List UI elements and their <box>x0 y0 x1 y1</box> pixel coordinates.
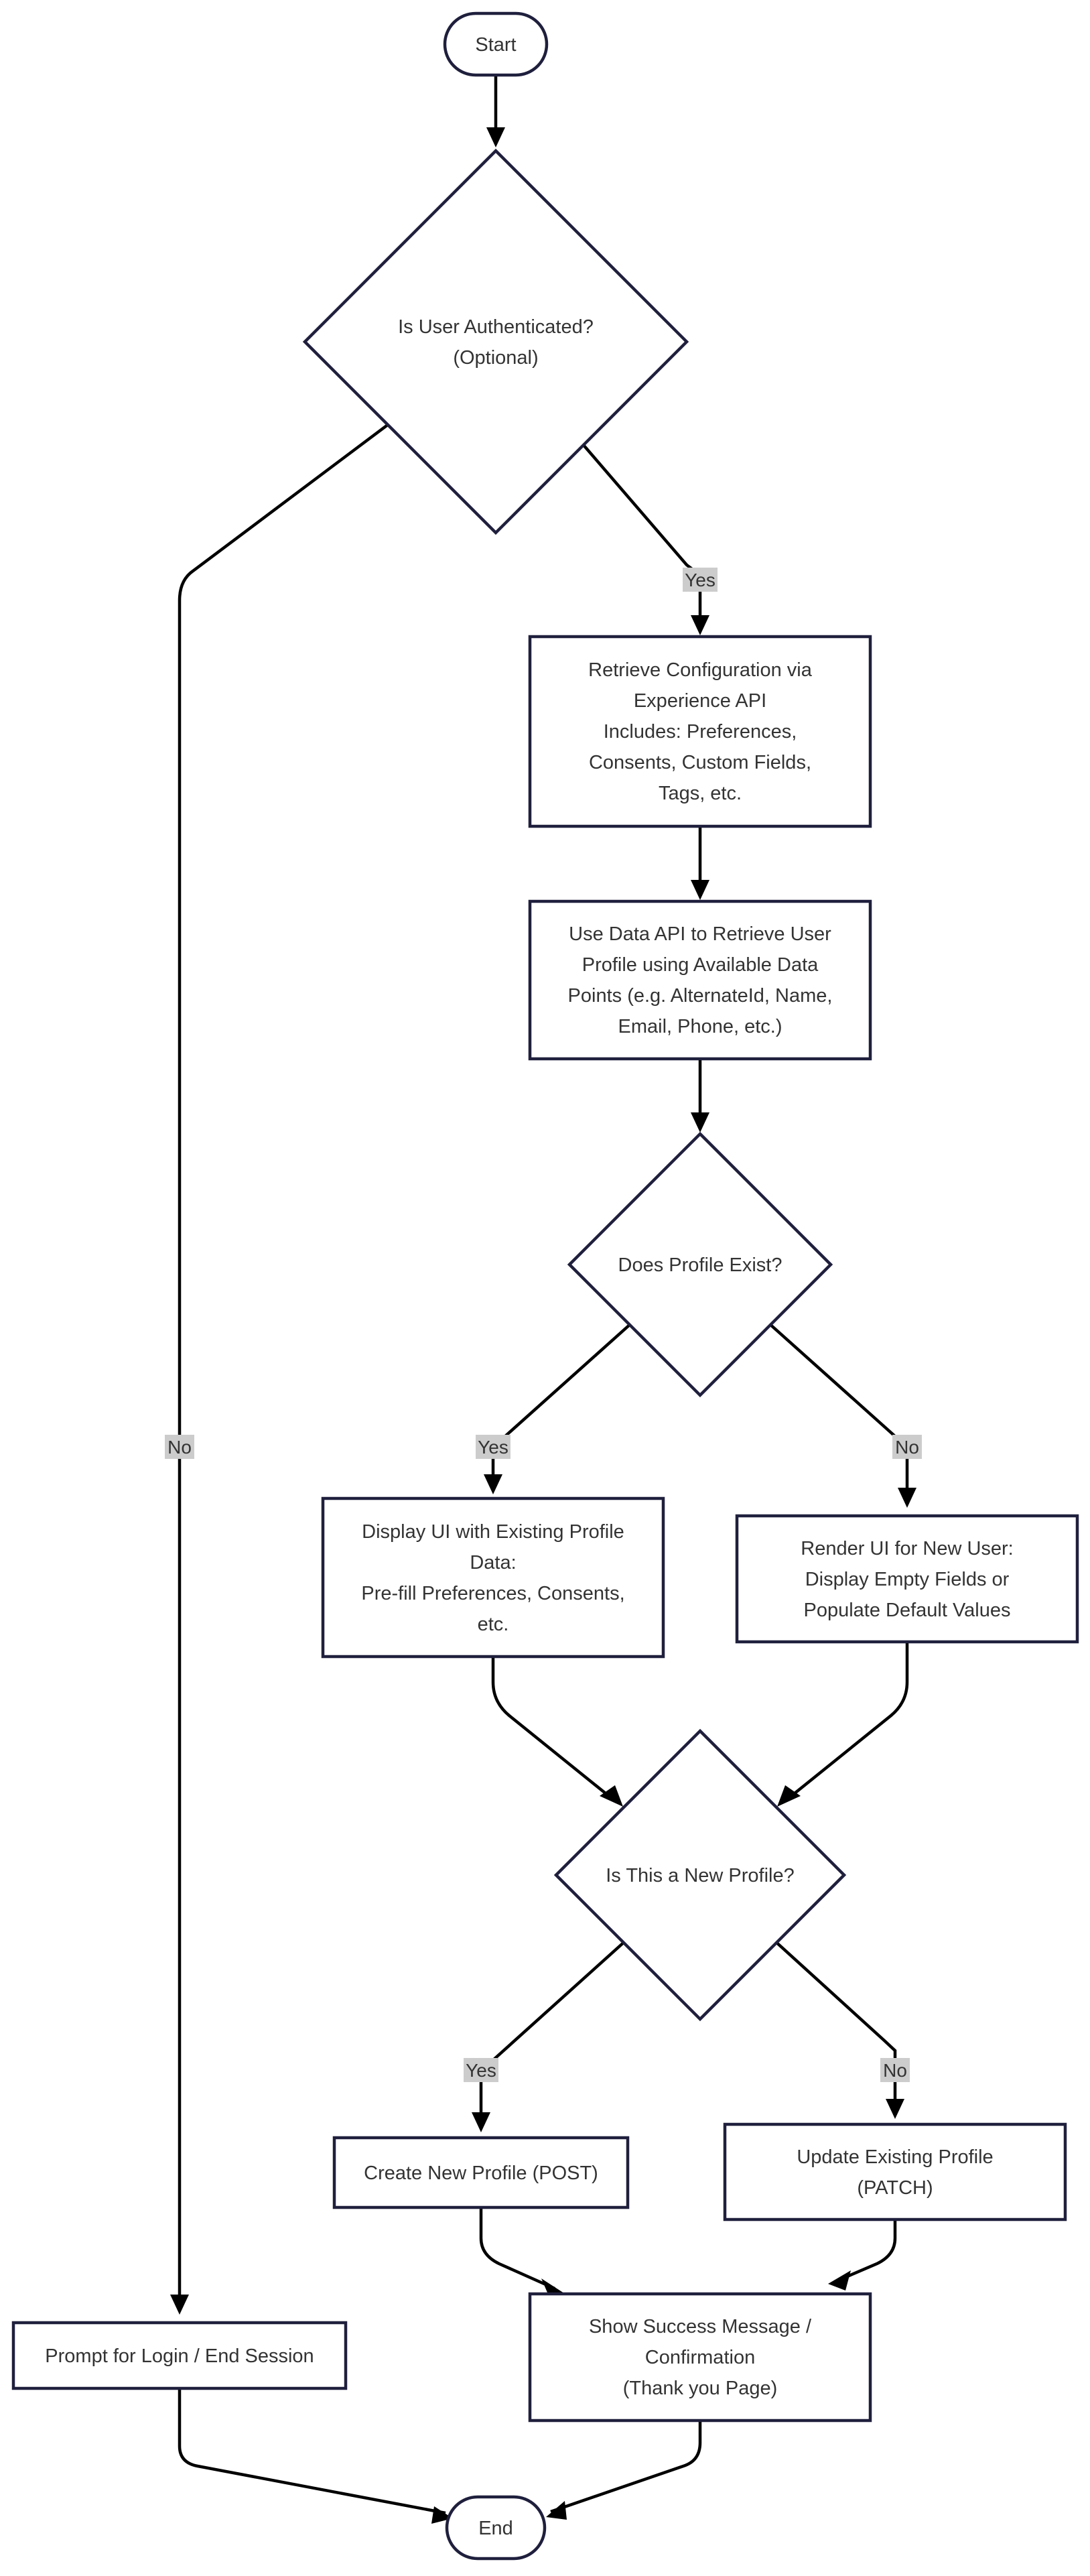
node-login[interactable]: Prompt for Login / End Session <box>11 2321 348 2390</box>
edge-exists-existing <box>491 1322 632 1486</box>
svg-text:Yes: Yes <box>478 1437 508 1458</box>
edge-success-end <box>550 2421 702 2514</box>
arrowhead-existing <box>484 1474 502 1494</box>
edge-label-exists-yes: Yes <box>476 1435 510 1459</box>
node-new-user[interactable]: Render UI for New User: Display Empty Fie… <box>735 1514 1079 1644</box>
edge-login-end <box>178 2388 446 2515</box>
node-success-label: Show Success Message / Confirmation (Thank… <box>589 2316 812 2399</box>
node-login-label: Prompt for Login / End Session <box>45 2345 314 2367</box>
existing-line: Display UI with Existing Profile <box>362 1521 624 1543</box>
arrowhead-isnew-left <box>600 1785 623 1807</box>
existing-line: etc. <box>478 1614 509 1635</box>
success-line: Confirmation <box>645 2347 755 2368</box>
config-line: Consents, Custom Fields, <box>589 752 811 773</box>
update-line: Update Existing Profile <box>797 2146 993 2168</box>
edge-newuser-isnew <box>786 1642 909 1801</box>
start-line: Start <box>475 34 516 56</box>
node-auth-label: Is User Authenticated? (Optional) <box>398 316 594 369</box>
edge-label-exists-no: No <box>892 1435 922 1459</box>
newuser-line: Render UI for New User: <box>801 1538 1014 1559</box>
svg-text:Yes: Yes <box>466 2060 496 2081</box>
node-isnew-decision[interactable]: Is This a New Profile? <box>553 1728 847 2022</box>
arrowhead-isnew-right <box>777 1785 801 1807</box>
node-exists-decision[interactable]: Does Profile Exist? <box>567 1131 833 1398</box>
edge-label-isnew-yes: Yes <box>464 2058 498 2082</box>
nodes: Start Is User Authenticated? (Optional) R… <box>11 11 1079 2561</box>
config-line: Experience API <box>634 690 766 712</box>
arrowhead-config <box>691 615 709 635</box>
dataapi-line: Profile using Available Data <box>582 954 819 976</box>
edge-existing-isnew <box>491 1657 614 1801</box>
arrowhead-end-right <box>546 2501 567 2520</box>
edge-create-success <box>479 2207 555 2291</box>
edge-isnew-update <box>772 1939 897 2111</box>
node-start[interactable]: Start <box>443 11 549 77</box>
newuser-line: Populate Default Values <box>803 1600 1010 1621</box>
node-create-label: Create New Profile (POST) <box>364 2163 598 2184</box>
node-create[interactable]: Create New Profile (POST) <box>332 2136 630 2209</box>
node-newuser-label: Render UI for New User: Display Empty Fie… <box>801 1538 1014 1621</box>
node-end[interactable]: End <box>445 2495 547 2561</box>
edge-exists-newuser <box>768 1322 909 1499</box>
arrowhead-create <box>472 2112 490 2132</box>
arrowhead-newuser <box>898 1488 916 1508</box>
success-line: (Thank you Page) <box>623 2378 778 2399</box>
arrowhead-update <box>886 2099 904 2119</box>
edge-labels: Yes No Yes No Yes No <box>165 568 922 2082</box>
svg-text:No: No <box>167 1437 192 1458</box>
isnew-line: Is This a New Profile? <box>606 1865 795 1886</box>
existing-line: Pre-fill Preferences, Consents, <box>361 1583 624 1604</box>
arrowhead-exists <box>691 1112 709 1133</box>
login-line: Prompt for Login / End Session <box>45 2345 314 2367</box>
edge-auth-login <box>178 423 390 2305</box>
node-success[interactable]: Show Success Message / Confirmation (Thank… <box>528 2292 872 2423</box>
dataapi-line: Email, Phone, etc.) <box>618 1016 782 1037</box>
edge-auth-config <box>582 443 702 627</box>
svg-text:No: No <box>883 2060 907 2081</box>
edge-isnew-create <box>479 1939 628 2123</box>
svg-text:No: No <box>895 1437 919 1458</box>
existing-line: Data: <box>470 1552 516 1573</box>
dataapi-line: Points (e.g. AlternateId, Name, <box>568 985 833 1007</box>
arrowhead-auth <box>486 127 505 147</box>
edge-update-success <box>834 2219 897 2284</box>
edge-label-isnew-no: No <box>880 2058 910 2082</box>
node-auth-decision[interactable]: Is User Authenticated? (Optional) <box>302 148 689 535</box>
edge-label-auth-yes: Yes <box>683 568 718 592</box>
config-line: Retrieve Configuration via <box>588 659 813 681</box>
node-exists-label: Does Profile Exist? <box>618 1254 782 1276</box>
success-line: Show Success Message / <box>589 2316 812 2337</box>
arrowhead-success-right <box>828 2270 851 2291</box>
exists-line: Does Profile Exist? <box>618 1254 782 1276</box>
edge-label-auth-no: No <box>165 1435 194 1459</box>
config-line: Tags, etc. <box>659 783 742 804</box>
dataapi-line: Use Data API to Retrieve User <box>569 923 831 945</box>
config-line: Includes: Preferences, <box>604 721 797 743</box>
node-update-label: Update Existing Profile (PATCH) <box>797 2146 993 2199</box>
newuser-line: Display Empty Fields or <box>805 1569 1010 1590</box>
auth-line: Is User Authenticated? <box>398 316 594 338</box>
arrowhead-login <box>170 2295 189 2315</box>
arrowhead-dataapi <box>691 880 709 900</box>
node-start-label: Start <box>475 34 516 56</box>
node-isnew-label: Is This a New Profile? <box>606 1865 795 1886</box>
svg-text:Yes: Yes <box>685 570 716 590</box>
update-line: (PATCH) <box>857 2177 933 2199</box>
create-line: Create New Profile (POST) <box>364 2163 598 2184</box>
node-update[interactable]: Update Existing Profile (PATCH) <box>723 2122 1067 2221</box>
node-end-label: End <box>478 2518 513 2539</box>
end-line: End <box>478 2518 513 2539</box>
auth-line: (Optional) <box>453 347 538 369</box>
